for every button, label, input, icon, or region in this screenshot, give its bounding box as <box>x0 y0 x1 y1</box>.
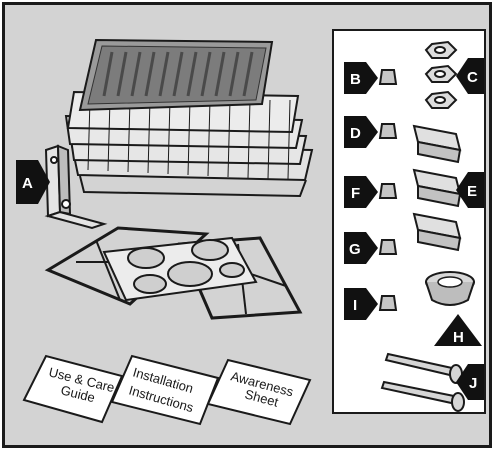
callout-j-label: J <box>469 375 477 392</box>
callout-f-label: F <box>351 185 360 202</box>
callout-i-label: I <box>353 297 357 314</box>
callout-j: J <box>456 364 484 400</box>
grommet <box>425 271 475 306</box>
burner-caps-tray <box>102 236 258 302</box>
awareness-sheet-booklet: Awareness Sheet <box>206 358 312 426</box>
callout-f: F <box>344 176 378 208</box>
callout-d-label: D <box>350 125 361 142</box>
callout-i: I <box>344 288 378 320</box>
callout-e-label: E <box>467 183 477 200</box>
callout-g-label: G <box>349 241 361 258</box>
callout-h-label: H <box>453 329 464 346</box>
callout-b: B <box>344 62 378 94</box>
broiler-pan <box>78 38 274 112</box>
callout-b-label: B <box>350 71 361 88</box>
callout-a: A <box>16 160 50 204</box>
use-care-guide-booklet: Use & Care Guide <box>22 354 124 424</box>
callout-d: D <box>344 116 378 148</box>
brackets <box>412 124 462 252</box>
callout-e: E <box>456 172 484 208</box>
hex-nuts <box>424 40 458 109</box>
callout-g: G <box>344 232 378 264</box>
screws <box>380 352 465 412</box>
callout-c-label: C <box>467 69 478 86</box>
orifice-hoods <box>378 69 398 311</box>
callout-c: C <box>456 58 484 94</box>
callout-h: H <box>434 314 482 346</box>
callout-a-label: A <box>22 175 33 192</box>
anti-tip-bracket <box>44 144 108 230</box>
installation-instructions-booklet: Installation Instructions <box>110 354 220 426</box>
